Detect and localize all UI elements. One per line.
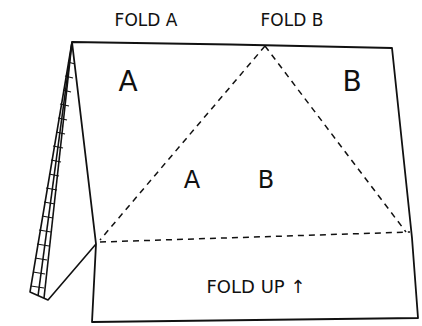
fold-label: FOLD UP ↑ <box>207 278 306 296</box>
fold-label: FOLD A <box>115 12 178 29</box>
fold-label: FOLD B <box>261 12 324 29</box>
front-panel <box>72 42 418 322</box>
layer-hatching <box>31 62 75 288</box>
panel-letter: A <box>118 68 137 96</box>
panel-letter: A <box>184 168 200 192</box>
panel-letter: B <box>342 68 361 96</box>
panel-letter: B <box>258 168 274 192</box>
fold-lines <box>100 46 410 242</box>
